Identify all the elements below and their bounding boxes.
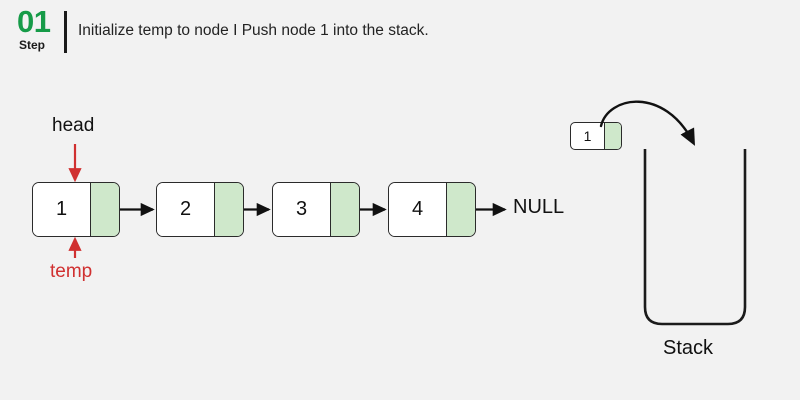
pushing-node: 1 bbox=[570, 122, 622, 150]
node-value: 2 bbox=[157, 183, 214, 236]
node-pointer-cell bbox=[90, 183, 119, 236]
null-terminator-label: NULL bbox=[513, 196, 565, 218]
header-divider bbox=[64, 11, 67, 53]
node-value: 4 bbox=[389, 183, 446, 236]
node-pointer-cell bbox=[604, 123, 621, 149]
step-number: 01 bbox=[17, 4, 51, 39]
step-word: Step bbox=[19, 38, 46, 52]
list-node-1: 1 bbox=[32, 182, 120, 237]
list-node-3: 3 bbox=[272, 182, 360, 237]
list-node-2: 2 bbox=[156, 182, 244, 237]
stack-label: Stack bbox=[663, 337, 714, 359]
temp-pointer-label: temp bbox=[50, 261, 93, 282]
node-pointer-cell bbox=[446, 183, 475, 236]
stack-container bbox=[643, 149, 747, 326]
node-value: 1 bbox=[583, 128, 592, 144]
node-value: 3 bbox=[273, 183, 330, 236]
node-pointer-cell bbox=[330, 183, 359, 236]
step-header: 01 Step Initialize temp to node I Push n… bbox=[0, 0, 800, 66]
node-value: 1 bbox=[33, 183, 90, 236]
step-title: Initialize temp to node I Push node 1 in… bbox=[78, 22, 429, 39]
head-pointer-label: head bbox=[52, 115, 95, 136]
list-node-4: 4 bbox=[388, 182, 476, 237]
node-pointer-cell bbox=[214, 183, 243, 236]
